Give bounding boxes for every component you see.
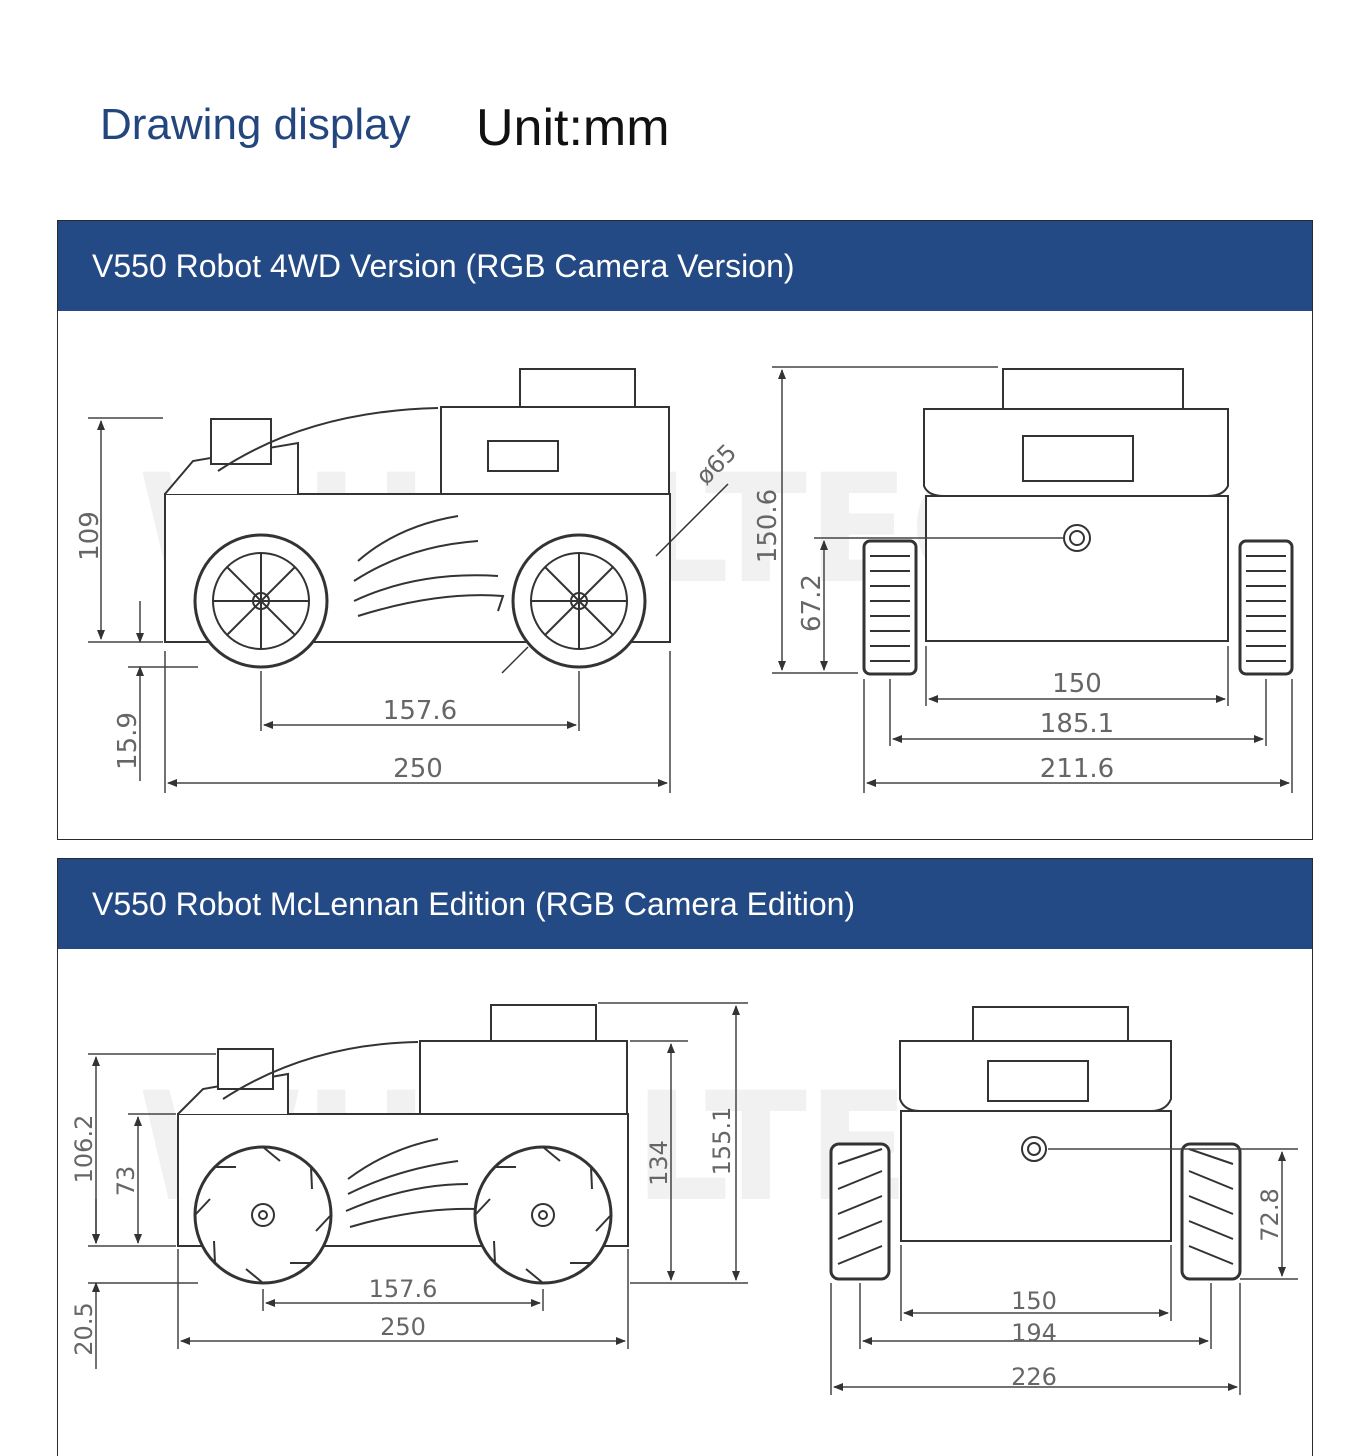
rear-mecanum-wheel — [473, 1145, 613, 1285]
dim-wheelbase: 157.6 — [369, 1275, 438, 1303]
dim-height: 109 — [75, 511, 105, 561]
dim-mid: 134 — [645, 1140, 673, 1186]
drawing-4wd: WHEELTEC — [75, 366, 1294, 793]
dim-length: 250 — [380, 1313, 426, 1341]
panel-4wd-title: V550 Robot 4WD Version (RGB Camera Versi… — [58, 221, 1312, 311]
dim-length: 250 — [393, 754, 443, 784]
drawing-mecanum: WHEELTEC — [70, 1002, 1298, 1395]
dim-total-height: 155.1 — [708, 1107, 736, 1176]
front-dims-mecanum — [830, 1148, 1298, 1395]
dim-wheelbase: 157.6 — [383, 696, 457, 726]
dim-height: 106.2 — [70, 1115, 98, 1184]
dim-total-height: 150.6 — [753, 489, 783, 563]
unit-label: Unit:mm — [476, 99, 670, 157]
panel-mecanum: V550 Robot McLennan Edition (RGB Camera … — [57, 858, 1313, 1456]
dim-track: 194 — [1011, 1319, 1057, 1347]
front-mecanum-wheel — [193, 1145, 333, 1285]
front-view-4wd — [862, 368, 1294, 676]
front-view-mecanum — [829, 1006, 1242, 1281]
dim-axle: 72.8 — [1256, 1188, 1284, 1241]
dim-track: 185.1 — [1040, 709, 1114, 739]
panel-4wd: V550 Robot 4WD Version (RGB Camera Versi… — [57, 220, 1313, 840]
dim-ground: 20.5 — [70, 1302, 98, 1355]
side-dims-4wd — [88, 417, 671, 793]
dim-body-width: 150 — [1011, 1287, 1057, 1315]
dim-body-width: 150 — [1052, 669, 1102, 699]
side-view-4wd — [164, 368, 729, 674]
side-view-mecanum — [177, 1004, 629, 1285]
side-dims-mecanum — [88, 1002, 748, 1369]
dim-chassis: 73 — [112, 1166, 140, 1197]
front-dims-4wd — [772, 366, 1293, 793]
dim-total-width: 211.6 — [1040, 754, 1114, 784]
drawing-title: Drawing display — [100, 100, 411, 149]
rear-wheel — [511, 533, 647, 669]
dim-total-width: 226 — [1011, 1363, 1057, 1391]
panel-mecanum-title: V550 Robot McLennan Edition (RGB Camera … — [58, 859, 1312, 949]
dim-ground: 15.9 — [113, 712, 143, 770]
dim-axle: 67.2 — [797, 574, 827, 632]
front-wheel — [193, 533, 329, 669]
